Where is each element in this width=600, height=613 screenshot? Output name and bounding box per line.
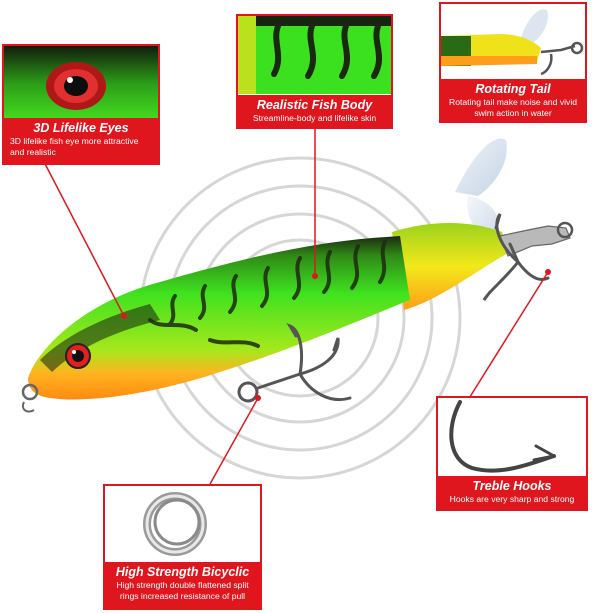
ring-title: High Strength Bicyclic [115, 565, 250, 579]
body-title: Realistic Fish Body [256, 98, 373, 112]
eye-closeup-image [4, 46, 158, 122]
hooks-caption: Treble Hooks Hooks are very sharp and st… [438, 476, 586, 509]
tail-description: Rotating tail make noise and vivid swim … [448, 97, 578, 118]
callout-tail: Rotating Tail Rotating tail make noise a… [439, 2, 587, 123]
split-ring-image [105, 486, 260, 564]
body-closeup-image [238, 16, 391, 94]
body-caption: Realistic Fish Body Streamline-body and … [238, 95, 391, 127]
hooks-description: Hooks are very sharp and strong [449, 494, 575, 504]
tail-closeup-image [441, 4, 585, 80]
leader-point-tail-hook [545, 269, 551, 275]
ring-description: High strength double flattened split rin… [116, 580, 249, 601]
eyes-caption: 3D Lifelike Eyes 3D lifelike fish eye mo… [4, 118, 158, 163]
leader-point-body [312, 273, 318, 279]
body-description: Streamline-body and lifelike skin [252, 113, 377, 123]
callout-body: Realistic Fish Body Streamline-body and … [236, 14, 393, 129]
leader-point-eyes [121, 313, 127, 319]
hooks-title: Treble Hooks [472, 479, 552, 493]
ring-caption: High Strength Bicyclic High strength dou… [105, 562, 260, 608]
callout-hooks: Treble Hooks Hooks are very sharp and st… [436, 396, 588, 511]
hook-closeup-image [438, 398, 586, 478]
tail-caption: Rotating Tail Rotating tail make noise a… [441, 79, 585, 121]
callout-eyes: 3D Lifelike Eyes 3D lifelike fish eye mo… [2, 44, 160, 165]
eyes-title: 3D Lifelike Eyes [33, 121, 129, 135]
eyes-description: 3D lifelike fish eye more attractive and… [10, 136, 139, 157]
leader-point-ring [255, 395, 261, 401]
tail-title: Rotating Tail [475, 82, 551, 96]
callout-ring: High Strength Bicyclic High strength dou… [103, 484, 262, 610]
